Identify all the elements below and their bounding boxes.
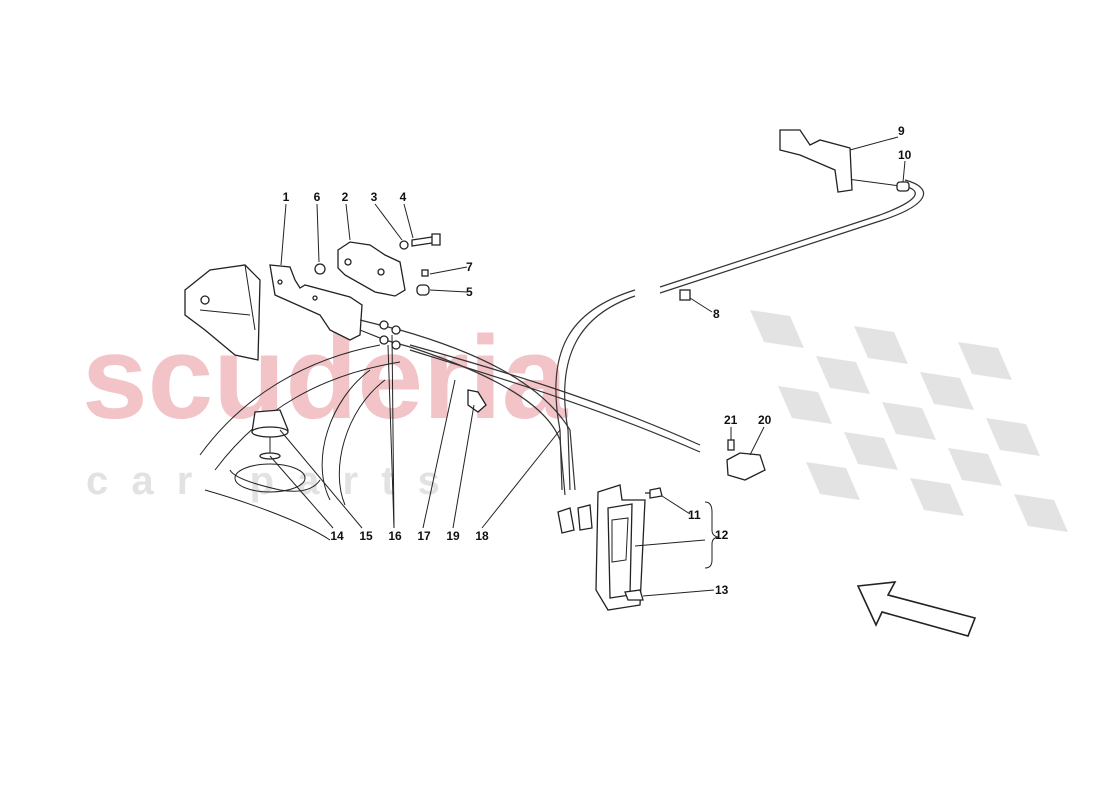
callout-10: 10: [898, 148, 912, 162]
nut-16b: [391, 325, 401, 335]
callout-1: 1: [283, 190, 290, 204]
rubber-buffer: [251, 409, 289, 460]
clip-19: [467, 389, 487, 413]
knob-20: [726, 452, 766, 481]
flag-square: [806, 462, 860, 500]
nut-16d: [391, 340, 401, 350]
screw-11: [645, 487, 663, 499]
cable-eye-a: [557, 507, 575, 534]
callout-labels: 1 6 2 3 4 7 5 9 10 8 21 20 11 12 13 14 1…: [283, 124, 912, 597]
washer-3: [399, 240, 409, 250]
callout-6: 6: [314, 190, 321, 204]
cable-eye-b: [577, 504, 593, 531]
callout-8: 8: [713, 307, 720, 321]
bracket-brace-12: [704, 501, 719, 569]
callout-17: 17: [417, 529, 431, 543]
watermark-brand: scuderia: [82, 312, 569, 444]
nut-16a: [379, 320, 389, 330]
screw-13: [624, 589, 644, 601]
flag-square: [882, 402, 936, 440]
callout-14: 14: [330, 529, 344, 543]
cables: [359, 177, 924, 496]
callout-12: 12: [715, 528, 729, 542]
latch-bracket-1: [269, 264, 363, 341]
front-direction-arrow-icon: [856, 581, 977, 637]
flag-square: [920, 372, 974, 410]
bracket-9: [779, 129, 853, 193]
leader-lines: [269, 136, 906, 597]
callout-11: 11: [688, 508, 701, 522]
callout-2: 2: [342, 190, 349, 204]
callout-3: 3: [371, 190, 378, 204]
bolt-4: [411, 233, 441, 247]
flag-square: [816, 356, 870, 394]
flag-square: [854, 326, 908, 364]
bush-5: [416, 284, 430, 296]
callout-13: 13: [715, 583, 729, 597]
callout-15: 15: [359, 529, 373, 543]
latch-2: [337, 241, 406, 297]
release-handle-12: [595, 484, 646, 611]
callout-7: 7: [466, 260, 473, 274]
clip-8: [679, 289, 691, 301]
flag-square: [1014, 494, 1068, 532]
pin-21: [727, 439, 735, 451]
watermark-sub: c a r p a r t s: [86, 459, 446, 503]
nut-16c: [379, 335, 389, 345]
callout-18: 18: [475, 529, 489, 543]
callout-16: 16: [388, 529, 402, 543]
callout-5: 5: [466, 285, 473, 299]
cable-end-10: [896, 181, 910, 192]
body-contour: [199, 344, 401, 541]
flag-square: [948, 448, 1002, 486]
callout-21: 21: [724, 413, 738, 427]
checkered-flag-watermark: [750, 310, 1068, 532]
flag-square: [844, 432, 898, 470]
flag-square: [910, 478, 964, 516]
flag-square: [958, 342, 1012, 380]
flag-square: [986, 418, 1040, 456]
grub-screw-7: [421, 269, 429, 277]
flag-square: [750, 310, 804, 348]
callout-9: 9: [898, 124, 905, 138]
washer-6: [314, 263, 326, 275]
callout-20: 20: [758, 413, 772, 427]
mounting-bracket: [184, 264, 261, 361]
callout-19: 19: [446, 529, 460, 543]
flag-square: [778, 386, 832, 424]
callout-4: 4: [400, 190, 407, 204]
